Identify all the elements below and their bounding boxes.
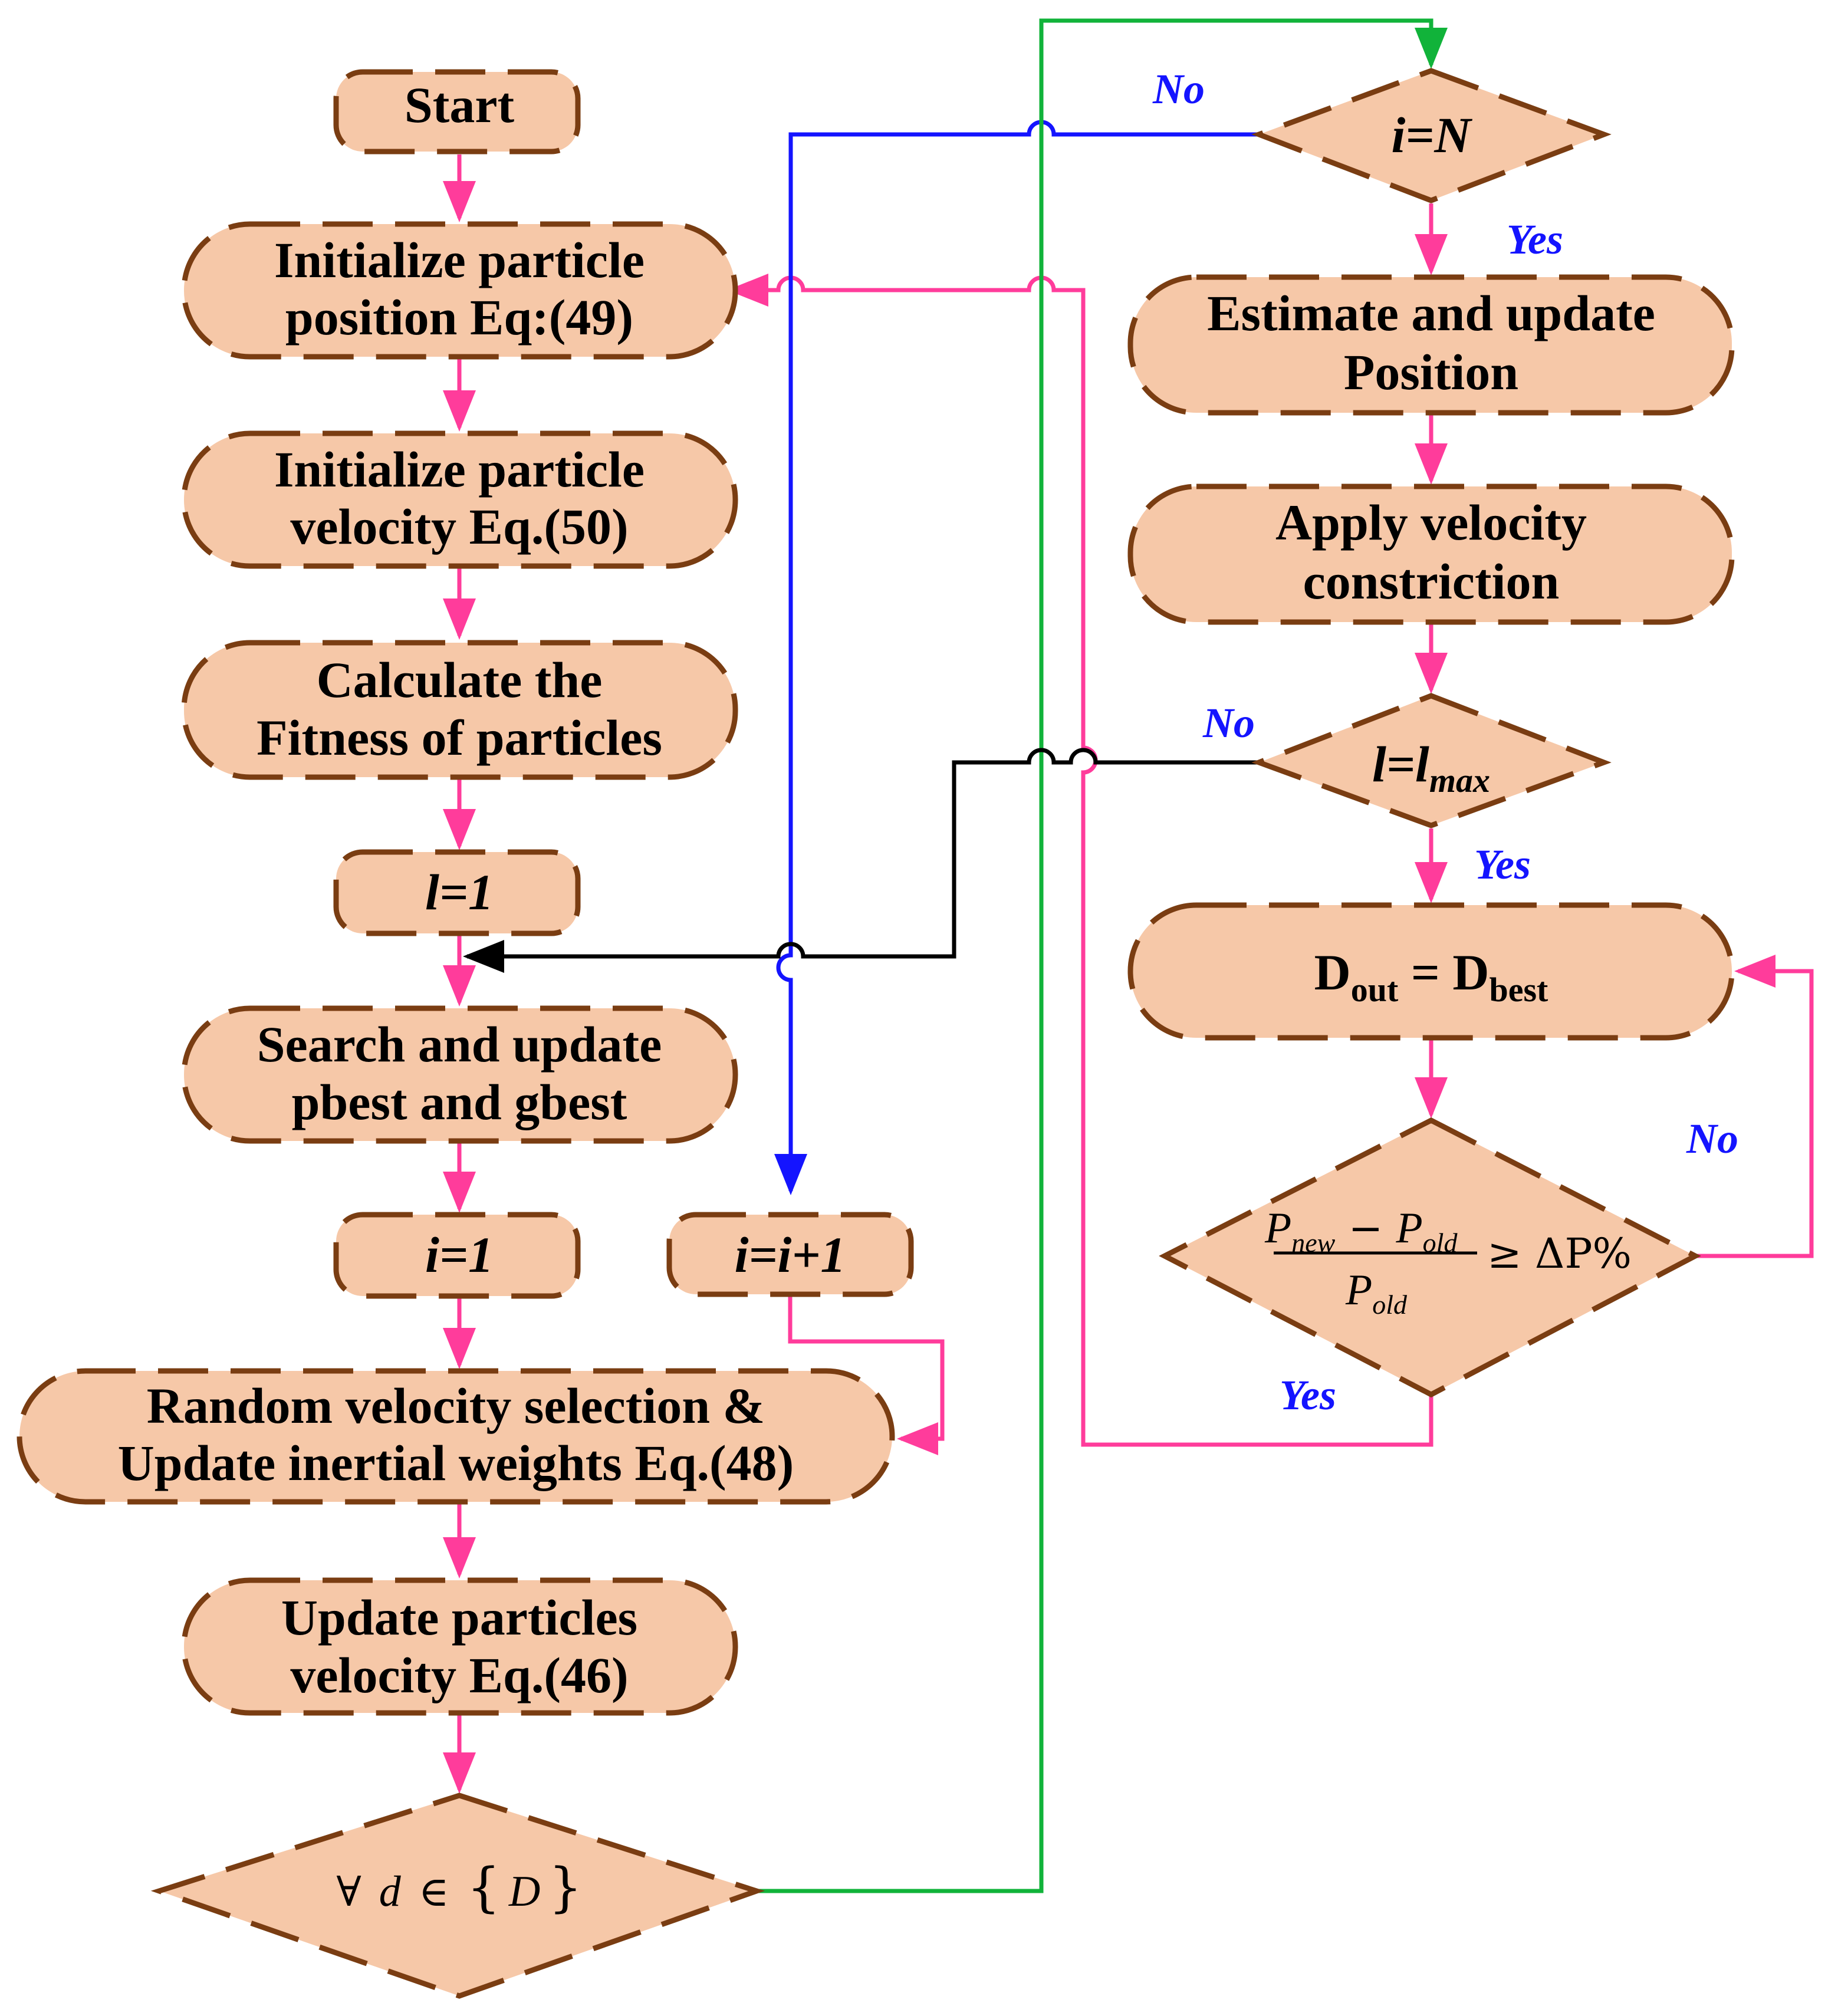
- random-velocity-line1: Random velocity selection &: [147, 1377, 765, 1434]
- l-eq-1-label: l=1: [425, 864, 494, 920]
- l-eq-lmax-no-label: No: [1202, 699, 1255, 746]
- node-random-velocity: Random velocity selection & Update inert…: [17, 1368, 895, 1505]
- update-velocity-line1: Update particles: [281, 1589, 637, 1646]
- power-check-threshold: ≥ ΔP%: [1487, 1229, 1632, 1278]
- for-all-d-label: ∀d∈{D}: [336, 1857, 582, 1919]
- estimate-position-line1: Estimate and update: [1207, 285, 1655, 341]
- dout-dbest-label: Dout = Dbest: [1314, 944, 1548, 1009]
- i-eq-1-label: i=1: [425, 1226, 494, 1283]
- init-position-line1: Initialize particle: [274, 232, 645, 288]
- calc-fitness-line2: Fitness of particles: [257, 709, 662, 766]
- random-velocity-line2: Update inertial weights Eq.(48): [118, 1435, 794, 1491]
- update-velocity-line2: velocity Eq.(46): [290, 1647, 628, 1703]
- node-update-velocity: Update particles velocity Eq.(46): [181, 1577, 738, 1716]
- node-i-eq-1: i=1: [333, 1212, 581, 1299]
- i-increment-label: i=i+1: [735, 1226, 846, 1283]
- l-eq-lmax-yes-label: Yes: [1474, 841, 1531, 888]
- estimate-position-line2: Position: [1344, 344, 1518, 400]
- power-check-yes-label: Yes: [1280, 1372, 1336, 1419]
- node-init-velocity: Initialize particle velocity Eq.(50): [181, 430, 738, 569]
- node-velocity-constriction: Apply velocity constriction: [1127, 484, 1735, 625]
- node-init-position: Initialize particle position Eq:(49): [181, 221, 738, 360]
- search-update-line1: Search and update: [257, 1016, 662, 1073]
- loop-l-arrow: [463, 748, 1259, 973]
- i-eq-N-label: i=N: [1391, 107, 1472, 163]
- init-velocity-line2: velocity Eq.(50): [290, 498, 628, 555]
- node-start: Start: [333, 69, 581, 154]
- loop-d-arrow: [757, 18, 1448, 1893]
- node-i-increment: i=i+1: [666, 1212, 914, 1297]
- node-l-eq-1: l=1: [333, 849, 581, 936]
- node-dout-dbest: Dout = Dbest: [1127, 902, 1735, 1041]
- velocity-constriction-line1: Apply velocity: [1275, 494, 1587, 551]
- node-search-update: Search and update pbest and gbest: [181, 1005, 738, 1144]
- loop-i-arrow: [774, 120, 1259, 1195]
- velocity-constriction-line2: constriction: [1303, 553, 1560, 610]
- i-eq-N-no-label: No: [1152, 65, 1205, 113]
- node-estimate-position: Estimate and update Position: [1127, 274, 1735, 416]
- init-position-line2: position Eq:(49): [285, 289, 633, 346]
- power-check-denominator: Pold: [1345, 1266, 1408, 1320]
- start-label: Start: [405, 77, 515, 133]
- i-eq-N-yes-label: Yes: [1507, 216, 1563, 263]
- node-for-all-d: ∀d∈{D}: [150, 1793, 765, 1999]
- node-calc-fitness: Calculate the Fitness of particles: [181, 640, 738, 780]
- node-i-eq-N: i=N: [1251, 68, 1612, 203]
- l-eq-lmax-label: l=lmax: [1372, 736, 1490, 800]
- calc-fitness-line1: Calculate the: [317, 652, 603, 708]
- search-update-line2: pbest and gbest: [292, 1074, 627, 1130]
- power-check-no-label: No: [1686, 1115, 1738, 1162]
- node-l-eq-lmax: l=lmax: [1251, 693, 1612, 828]
- node-power-check: Pnew − Pold Pold ≥ ΔP%: [1159, 1117, 1701, 1398]
- init-velocity-line1: Initialize particle: [274, 441, 645, 498]
- power-check-numerator: Pnew − Pold: [1264, 1204, 1458, 1258]
